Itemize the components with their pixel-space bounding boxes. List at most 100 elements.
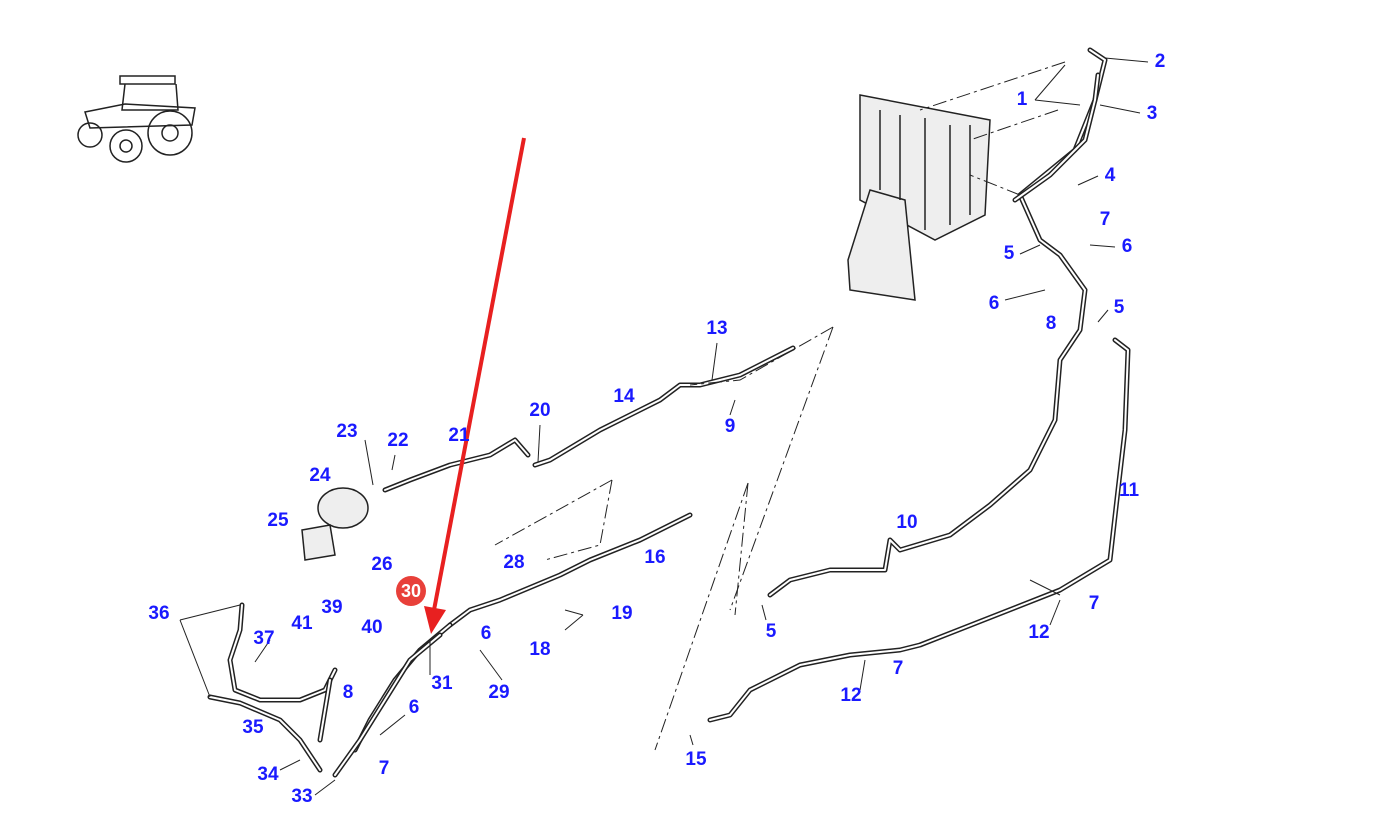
leader-line [179,604,241,621]
leader-line [279,759,301,771]
leader-line [859,659,866,691]
leader-line [254,639,271,663]
hose-line [707,337,1131,723]
part-label-6[interactable]: 6 [988,293,1000,314]
part-label-34[interactable]: 34 [257,764,279,785]
hose-line [209,696,321,771]
control-valve-block [847,94,991,301]
leader-line [1104,57,1149,63]
hose-line [319,679,331,741]
hose-line [449,514,691,626]
dashed-boundary [544,479,613,561]
leader-line [1029,579,1061,596]
part-label-23[interactable]: 23 [336,421,358,442]
part-label-21[interactable]: 21 [448,425,470,446]
part-label-35[interactable]: 35 [242,717,264,738]
part-label-41[interactable]: 41 [291,613,313,634]
part-label-12[interactable]: 12 [1028,622,1050,643]
leader-line [1097,309,1109,323]
part-label-33[interactable]: 33 [291,786,313,807]
leader-line [711,342,718,381]
part-label-7[interactable]: 7 [892,658,904,679]
hose-line [532,345,796,468]
part-label-2[interactable]: 2 [1154,51,1166,72]
part-label-16[interactable]: 16 [644,547,666,568]
part-label-13[interactable]: 13 [706,318,728,339]
part-label-7[interactable]: 7 [1099,209,1111,230]
hose-line [207,694,323,773]
part-label-6[interactable]: 6 [1121,236,1133,257]
dashed-boundary [734,482,749,616]
leader-line [537,424,541,463]
dashed-boundary [969,174,1021,196]
leader-line [1034,64,1066,101]
part-label-10[interactable]: 10 [896,512,918,533]
leader-line [1049,599,1061,626]
dashed-boundary [689,326,834,386]
part-label-4[interactable]: 4 [1104,165,1116,186]
leader-line [364,439,374,486]
leader-line [564,614,584,631]
part-label-19[interactable]: 19 [611,603,633,624]
part-label-1[interactable]: 1 [1016,89,1028,110]
part-label-6[interactable]: 6 [408,697,420,718]
highlighted-part-callout[interactable]: 30 [396,576,426,606]
hose-line [1014,74,1099,201]
part-label-18[interactable]: 18 [529,639,551,660]
leader-line [1034,99,1081,106]
hose-line [534,347,794,466]
part-label-8[interactable]: 8 [342,682,354,703]
dashed-boundary [654,482,749,751]
part-label-40[interactable]: 40 [361,617,383,638]
part-label-7[interactable]: 7 [378,758,390,779]
part-label-37[interactable]: 37 [253,628,275,649]
part-label-5[interactable]: 5 [765,621,777,642]
dashed-boundary [729,326,834,611]
red-arrow [424,137,526,634]
part-label-12[interactable]: 12 [840,685,862,706]
part-label-3[interactable]: 3 [1146,103,1158,124]
leader-line [1099,104,1141,114]
leader-line [564,609,584,616]
part-label-22[interactable]: 22 [387,430,409,451]
leader-line [379,714,406,736]
part-label-20[interactable]: 20 [529,400,551,421]
leader-line [314,779,336,796]
hose-line [229,604,336,701]
leader-line [1089,244,1116,248]
leader-line [1077,175,1099,186]
part-label-14[interactable]: 14 [613,386,635,407]
part-label-11[interactable]: 11 [1118,480,1140,501]
part-label-7[interactable]: 7 [1088,593,1100,614]
part-label-29[interactable]: 29 [488,682,510,703]
part-label-31[interactable]: 31 [431,673,453,694]
part-label-28[interactable]: 28 [503,552,525,573]
hose-line [709,339,1129,721]
leader-line [391,454,396,471]
part-label-39[interactable]: 39 [321,597,343,618]
part-label-25[interactable]: 25 [267,510,289,531]
leader-line [761,604,767,621]
part-label-5[interactable]: 5 [1003,243,1015,264]
leader-line [1004,289,1046,301]
hose-line [227,602,338,703]
part-label-5[interactable]: 5 [1113,297,1125,318]
part-label-24[interactable]: 24 [309,465,331,486]
accumulator [301,487,369,561]
part-label-26[interactable]: 26 [371,554,393,575]
leader-line [179,619,211,698]
part-label-6[interactable]: 6 [480,623,492,644]
tractor-icon [77,75,196,163]
hose-line [384,439,529,491]
part-label-36[interactable]: 36 [148,603,170,624]
part-label-15[interactable]: 15 [685,749,707,770]
dashed-boundary [919,61,1066,111]
leader-line [1019,244,1041,255]
leader-line [689,734,694,746]
dashed-boundary [494,479,613,546]
leader-line [729,399,736,416]
part-label-9[interactable]: 9 [724,416,736,437]
part-label-8[interactable]: 8 [1045,313,1057,334]
